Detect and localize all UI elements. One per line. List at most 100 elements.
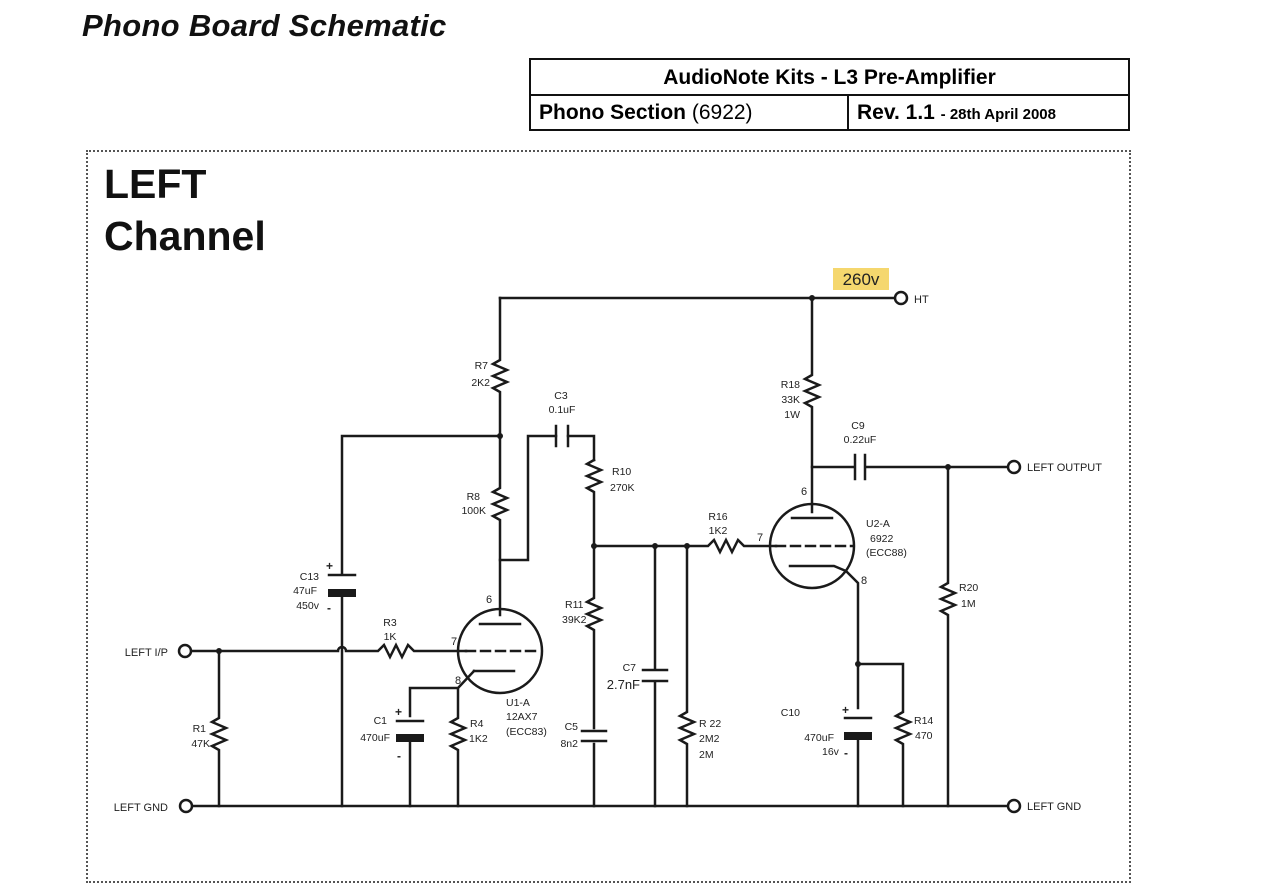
r18-value: 33K [781,394,800,406]
output-terminal [1006,459,1022,475]
c13-capacitor [327,573,357,808]
u2-anode-pin: 6 [801,486,807,498]
channel-frame [86,150,1131,883]
input-terminal [177,643,193,659]
u2-equivalent: (ECC88) [866,547,907,559]
junction-dot [684,543,690,549]
c10-capacitor [843,716,873,808]
c9-ref: C9 [851,420,865,432]
c9-value: 0.22uF [844,434,877,446]
channel-side: LEFT [104,161,207,207]
c7-ref: C7 [623,662,637,674]
r7-value: 2K2 [471,377,490,389]
input-label: LEFT I/P [125,647,168,659]
r14-ref: R14 [914,715,933,727]
output-label: LEFT OUTPUT [1027,462,1102,474]
u2-cathode [788,564,848,573]
c1-plate-negative [396,734,424,742]
r8-ref: R8 [467,491,481,503]
r22-resistor [676,544,698,808]
u2-cathode-wire [844,569,914,808]
c5-capacitor [580,729,608,808]
u2-type: 6922 [870,533,894,545]
voltage-highlight [833,268,889,290]
c10-value: 470uF [804,732,834,744]
c1-value: 470uF [360,732,390,744]
ht-terminal [893,290,909,306]
page-title: Phono Board Schematic [82,8,447,43]
c7-capacitor [641,544,669,808]
c3-value: 0.1uF [549,404,576,416]
c13-value: 47uF [293,585,317,597]
u2-ref: U2-A [866,518,890,530]
u1-ref: U1-A [506,697,530,709]
ground-label-left: LEFT GND [114,802,168,814]
u1-anode-pin: 6 [486,594,492,606]
u2-tube-envelope [768,502,856,590]
r4-value: 1K2 [469,733,488,745]
channel-heading: LEFT Channel [104,158,266,262]
r20-resistor [937,465,959,808]
r20-ref: R20 [959,582,978,594]
title-block: AudioNote Kits - L3 Pre-Amplifier Phono … [529,58,1130,131]
junction-dot [809,295,815,301]
r1-value: 47K [191,738,210,750]
r7-resistor [489,296,511,438]
junction-dot [591,543,597,549]
u1-cathode-pin: 8 [455,675,461,687]
r14-value: 470 [915,730,933,742]
r10-resistor [583,458,605,730]
r1-ref: R1 [193,723,207,735]
r7-ref: R7 [475,360,489,372]
u1-type: 12AX7 [506,711,538,723]
c1-capacitor [395,719,425,808]
ground-terminal-left [178,798,194,814]
r11-value: 39K2 [562,614,587,626]
input-wire [189,642,468,660]
r22-value: 2M2 [699,733,720,745]
r18-power: 1W [784,409,800,421]
ht-label: HT [914,294,929,306]
c13-voltage: 450v [296,600,320,612]
c13-minus: - [327,601,331,615]
title-block-section: Phono Section (6922) [531,96,849,129]
r3-ref: R3 [383,617,397,629]
ground-terminal-right [1006,798,1022,814]
revision: Rev. 1.1 [857,101,935,124]
c3-ref: C3 [554,390,568,402]
c1-minus: - [397,749,401,763]
ground-label-right: LEFT GND [1027,801,1081,813]
u1-grid-pin: 7 [451,636,457,648]
c10-voltage: 16v [822,746,840,758]
r8-resistor [489,434,511,617]
c7-value: 2.7nF [607,677,640,692]
c10-ref: C10 [781,707,800,719]
junction-dot [497,433,503,439]
r1-resistor [208,649,230,808]
c10-plate-negative [844,732,872,740]
channel-word: Channel [104,213,266,259]
r11-ref: R11 [565,599,584,611]
junction-dot [216,648,222,654]
c9-capacitor [810,453,1010,481]
title-block-main: AudioNote Kits - L3 Pre-Amplifier [531,60,1128,96]
u1-equivalent: (ECC83) [506,726,547,738]
r3-value: 1K [384,631,397,643]
c5-value: 8n2 [560,738,578,750]
c1-plus: + [395,705,402,719]
r22-ref: R 22 [699,718,721,730]
c3-wire [498,434,596,562]
c10-plus: + [842,703,849,717]
r10-ref: R10 [612,466,631,478]
c13-ref: C13 [300,571,319,583]
r16-ref: R16 [708,511,727,523]
junction-dot [855,661,861,667]
c10-minus: - [844,746,848,760]
u1-cathode-wire [408,669,476,808]
r20-value: 1M [961,598,976,610]
revision-date: - 28th April 2008 [940,106,1056,123]
r4-ref: R4 [470,718,484,730]
c1-ref: C1 [374,715,388,727]
c5-ref: C5 [565,721,579,733]
